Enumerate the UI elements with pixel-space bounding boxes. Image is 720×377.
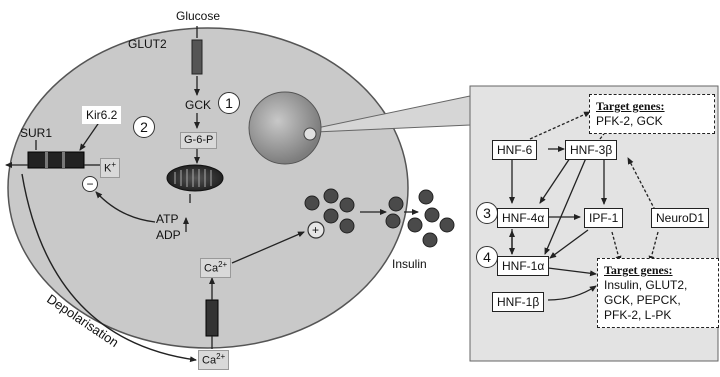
- glut2-transporter: [192, 40, 202, 74]
- insulin-label: Insulin: [392, 258, 427, 270]
- target-genes-bottom-title: Target genes:: [604, 263, 712, 278]
- target-genes-top-list: PFK-2, GCK: [596, 114, 663, 128]
- target-genes-top-title: Target genes:: [596, 99, 708, 114]
- target-genes-bottom-line3: PFK-2, L-PK: [604, 308, 712, 323]
- minus-symbol: −: [82, 176, 98, 192]
- hnf4a-box: HNF-4α: [497, 208, 549, 228]
- ca-extracellular-label: Ca2+: [198, 350, 229, 370]
- adp-label: ADP: [156, 229, 181, 241]
- ca-out-charge: 2+: [216, 352, 225, 361]
- neurod1-box: NeuroD1: [651, 208, 709, 228]
- hnf1b-box: HNF-1β: [492, 292, 544, 312]
- g6p-label: G-6-P: [180, 132, 217, 149]
- ca-in-charge: 2+: [218, 260, 227, 269]
- target-genes-top: Target genes: PFK-2, GCK: [589, 94, 715, 134]
- katp-channel: [28, 152, 84, 168]
- step-4-marker: 4: [476, 246, 498, 268]
- plus-symbol: +: [312, 224, 319, 236]
- target-genes-bottom: Target genes: Insulin, GLUT2, GCK, PEPCK…: [597, 258, 719, 328]
- calcium-channel: [206, 300, 218, 336]
- hnf1a-box: HNF-1α: [497, 256, 549, 276]
- glucose-label: Glucose: [176, 10, 220, 22]
- kir62-label: Kir6.2: [82, 106, 121, 124]
- sur1-label: SUR1: [20, 127, 52, 139]
- step-1-marker: 1: [218, 92, 240, 114]
- atp-label: ATP: [156, 213, 178, 225]
- ca-out-text: Ca: [202, 355, 216, 367]
- gck-label: GCK: [185, 99, 211, 111]
- k-ion-charge: +: [111, 160, 116, 169]
- target-genes-bottom-line2: GCK, PEPCK,: [604, 293, 712, 308]
- hnf6-box: HNF-6: [492, 140, 537, 160]
- hnf3b-box: HNF-3β: [565, 140, 617, 160]
- step-3-marker: 3: [476, 202, 498, 224]
- ipf1-box: IPF-1: [584, 208, 623, 228]
- target-genes-bottom-line1: Insulin, GLUT2,: [604, 278, 712, 293]
- nucleolus: [304, 128, 316, 140]
- glut2-label: GLUT2: [128, 38, 167, 50]
- ca-intracellular-label: Ca2+: [200, 258, 231, 278]
- k-ion-label: K+: [100, 158, 120, 178]
- step-2-marker: 2: [133, 116, 155, 138]
- ca-in-text: Ca: [204, 263, 218, 275]
